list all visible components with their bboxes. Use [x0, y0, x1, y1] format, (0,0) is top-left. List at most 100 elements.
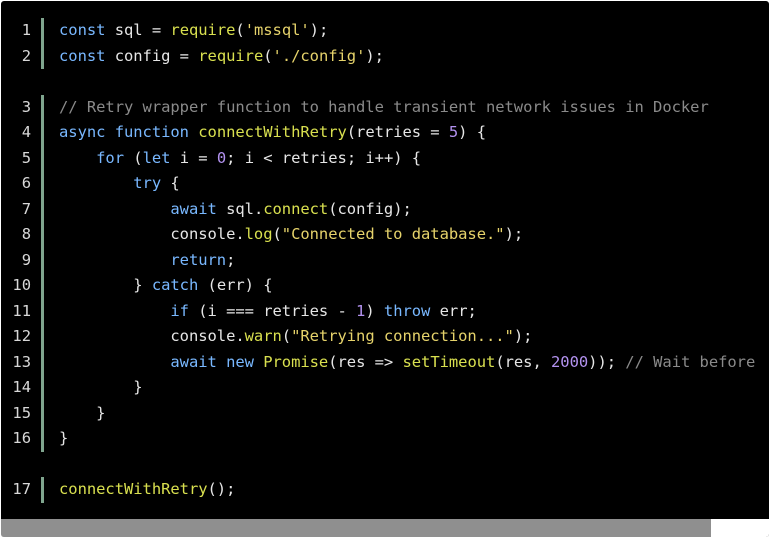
scrollbar-thumb[interactable]: [1, 519, 711, 537]
line-code: }: [59, 426, 68, 452]
code-token: (retries =: [346, 123, 449, 141]
code-token: async function: [59, 123, 189, 141]
code-token: ): [365, 301, 384, 320]
code-token: ; i < retries; i++) {: [226, 148, 422, 167]
code-token: ;: [226, 250, 236, 269]
line-code: const sql = require('mssql');: [59, 18, 328, 44]
code-token: connectWithRetry: [59, 480, 208, 498]
code-token: );: [504, 225, 524, 243]
code-token: const: [59, 21, 106, 39]
line-gutter-bar: [41, 222, 44, 248]
code-token: [189, 123, 198, 141]
code-line: 8 console.log("Connected to database.");: [1, 222, 769, 248]
line-gutter-bar: [41, 94, 44, 120]
line-code: }: [59, 375, 143, 401]
line-code: try {: [59, 171, 180, 197]
line-number: 8: [21, 225, 31, 243]
line-code: // Retry wrapper function to handle tran…: [59, 95, 709, 121]
code-token: return: [170, 250, 227, 269]
code-token: log: [244, 225, 273, 243]
code-token: (err) {: [198, 276, 273, 294]
code-token: await: [170, 199, 217, 218]
code-token: [59, 200, 170, 218]
code-token: // Retry wrapper function to handle tran…: [59, 97, 709, 116]
line-code: } catch (err) {: [59, 273, 273, 299]
code-token: );: [309, 21, 329, 39]
line-gutter-bar: [41, 426, 44, 452]
code-token: warn: [244, 327, 282, 345]
code-token: [59, 302, 170, 320]
line-code: return;: [59, 248, 235, 274]
code-line: 11 if (i === retries - 1) throw err;: [1, 298, 769, 325]
line-gutter-bar: [41, 247, 44, 273]
code-token: setTimeout: [402, 352, 496, 371]
code-line: 1 const sql = require('mssql');: [1, 18, 769, 44]
line-gutter-bar: [41, 324, 44, 350]
code-token: }: [59, 378, 143, 396]
code-token: );: [365, 46, 384, 65]
code-token: require: [198, 46, 264, 65]
code-line: 9 return;: [1, 247, 769, 274]
line-code: if (i === retries - 1) throw err;: [59, 299, 477, 325]
line-number: 3: [21, 97, 31, 116]
code-token: [59, 149, 96, 167]
line-number: 12: [12, 327, 31, 345]
code-token: 2000: [551, 352, 589, 371]
line-number: 6: [21, 174, 31, 192]
code-token: }: [59, 276, 152, 294]
code-token: sql =: [105, 21, 171, 39]
line-number: 10: [12, 276, 31, 294]
line-code: console.warn("Retrying connection...");: [59, 324, 532, 350]
code-token: ();: [207, 480, 236, 498]
line-code: const config = require('./config');: [59, 44, 384, 70]
code-token: }: [59, 429, 69, 447]
code-token: (i === retries -: [188, 301, 357, 320]
code-line: 14 }: [1, 375, 769, 401]
code-token: connectWithRetry: [198, 123, 347, 141]
line-code: for (let i = 0; i < retries; i++) {: [59, 146, 421, 172]
code-token: // Wait before: [616, 352, 756, 371]
line-code: async function connectWithRetry(retries …: [59, 120, 486, 146]
code-token: for: [96, 148, 124, 167]
line-code: await sql.connect(config);: [59, 197, 411, 223]
code-token: }: [59, 403, 106, 422]
line-gutter-bar: [41, 196, 44, 222]
code-token: "Retrying connection...": [291, 327, 514, 345]
code-token: 'mssql': [244, 21, 310, 39]
code-token: './config': [272, 46, 366, 65]
blank-gap: [1, 452, 769, 478]
code-line: 7 await sql.connect(config);: [1, 196, 769, 223]
code-token: [59, 353, 170, 371]
code-token: [59, 174, 133, 192]
code-token: (res =>: [328, 352, 403, 371]
code-line: 17 connectWithRetry();: [1, 477, 769, 503]
line-number: 13: [12, 352, 31, 371]
code-line: 10 } catch (err) {: [1, 273, 769, 299]
code-token: (res,: [495, 352, 552, 371]
line-number: 17: [12, 480, 31, 498]
line-gutter-bar: [41, 120, 44, 146]
line-gutter-bar: [41, 349, 44, 375]
code-token: [254, 353, 263, 371]
line-gutter-bar: [41, 477, 44, 503]
line-number: 11: [12, 301, 31, 320]
code-token: ) {: [458, 123, 487, 141]
code-token: (: [263, 46, 273, 65]
code-token: err;: [430, 301, 477, 320]
code-token: (: [281, 327, 292, 345]
line-number: 1: [21, 21, 31, 39]
line-number: 15: [12, 403, 31, 422]
code-line: 3 // Retry wrapper function to handle tra…: [1, 94, 769, 121]
line-code: await new Promise(res => setTimeout(res,…: [59, 350, 755, 376]
line-code: connectWithRetry();: [59, 477, 235, 503]
horizontal-scrollbar[interactable]: [1, 519, 769, 537]
code-token: {: [161, 174, 180, 192]
code-line: 12 console.warn("Retrying connection..."…: [1, 324, 769, 350]
code-line: 16}: [1, 426, 769, 452]
blank-gap: [1, 69, 769, 95]
code-token: 0: [216, 148, 227, 167]
line-code: console.log("Connected to database.");: [59, 222, 523, 248]
code-token: (: [272, 225, 282, 243]
